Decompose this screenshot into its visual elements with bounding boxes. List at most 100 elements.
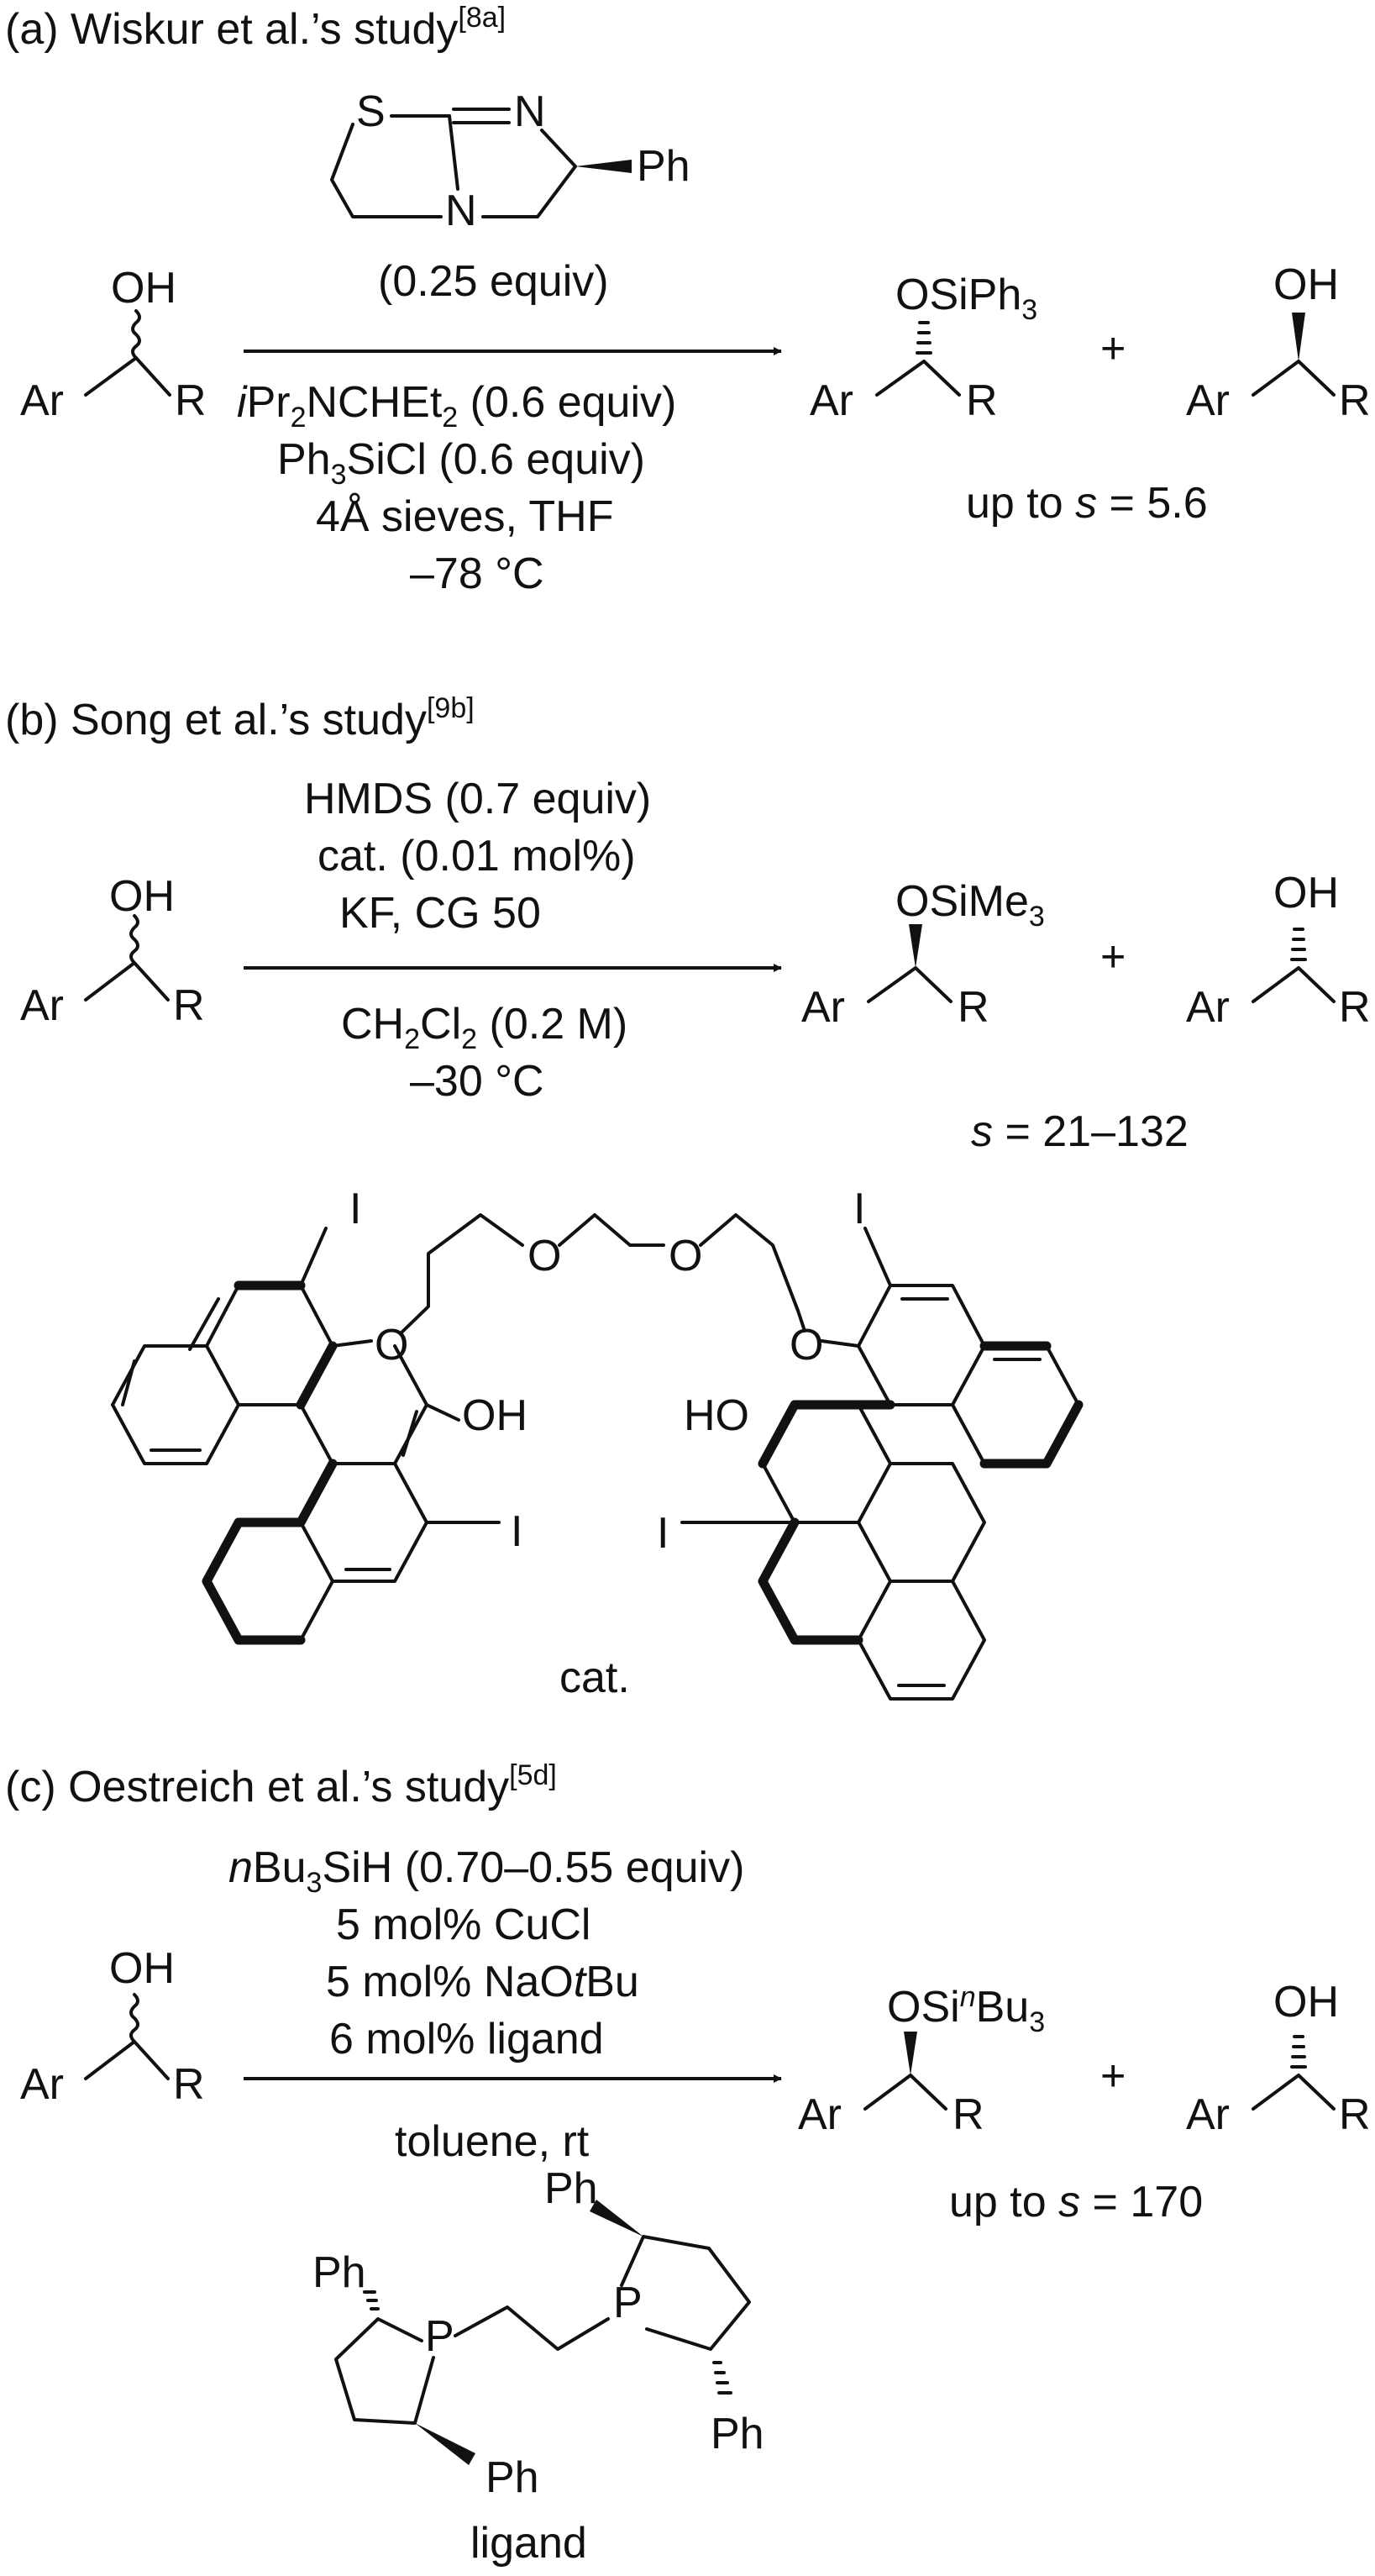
bond	[863, 2074, 947, 2111]
condition-base: iPr2NCHEt2 (0.6 equiv)	[237, 378, 676, 434]
hydroxyl-label: HO	[684, 1391, 749, 1440]
panel-b-title: (b) Song et al.’s study[9b]	[5, 692, 475, 744]
panel-c-bisphospholane-ligand: Ph Ph P P Ph Ph	[312, 2164, 764, 2502]
bond	[334, 2317, 435, 2425]
condition-copper-salt: 5 mol% CuCl	[336, 1900, 590, 1949]
silyl-ether-label: OSiMe3	[895, 877, 1045, 933]
aryl-label: Ar	[1186, 2090, 1230, 2139]
condition-catalyst-loading: cat. (0.01 mol%)	[318, 832, 636, 881]
ether-oxygen-label: O	[527, 1232, 561, 1280]
panel-a-racemic-alcohol: OH Ar R	[20, 264, 207, 425]
double-bond	[452, 108, 511, 124]
bold-bond	[202, 1459, 338, 1645]
panel-b-enriched-alcohol: OH Ar R	[1186, 869, 1371, 1032]
hydroxyl-label: OH	[109, 1944, 175, 1993]
panel-a-catalyst-structure: S N N Ph	[330, 87, 690, 235]
panel-c-enriched-alcohol: OH Ar R	[1186, 1978, 1371, 2139]
hydroxyl-label: OH	[462, 1391, 527, 1440]
iodo-label: I	[349, 1185, 361, 1233]
catalyst-sulfur-atom: S	[356, 87, 386, 136]
wavy-bond	[131, 309, 141, 360]
iodo-label: I	[511, 1507, 522, 1556]
alkyl-label: R	[1339, 2090, 1371, 2139]
bond	[867, 966, 953, 1003]
silyl-ether-label: OSiPh3	[895, 271, 1037, 326]
panel-a-selectivity: up to s = 5.6	[966, 479, 1208, 528]
panel-a-reference: [8a]	[458, 2, 506, 34]
bond	[620, 2235, 751, 2351]
panel-c-silyl-ether-product: OSinBu3 Ar R	[798, 1981, 1045, 2139]
hydroxyl-label: OH	[109, 872, 175, 921]
alkyl-label: R	[958, 983, 989, 1032]
catalyst-phenyl-label: Ph	[637, 142, 690, 191]
panel-c-reference: [5d]	[509, 1759, 557, 1791]
condition-additives: KF, CG 50	[339, 889, 541, 938]
plus-sign: +	[1100, 2052, 1126, 2100]
plus-sign: +	[1100, 933, 1126, 981]
aryl-label: Ar	[20, 981, 64, 1030]
hydroxyl-label: OH	[1273, 260, 1339, 309]
bond	[951, 1403, 986, 1465]
condition-solvent: toluene, rt	[395, 2117, 590, 2166]
aryl-ether-oxygen-label: O	[790, 1321, 823, 1369]
panel-c: (c) Oestreich et al.’s study[5d] nBu3SiH…	[5, 1759, 1371, 2568]
bond	[857, 1462, 986, 1642]
stereo-hash	[1290, 2035, 1307, 2069]
bond	[481, 129, 577, 218]
aryl-label: Ar	[1186, 376, 1230, 425]
bond	[875, 360, 961, 397]
phosphorus-label: P	[425, 2312, 454, 2361]
hydroxyl-label: OH	[1273, 869, 1339, 917]
bond	[448, 114, 459, 191]
panel-c-racemic-alcohol: OH Ar R	[20, 1944, 205, 2109]
phosphorus-label: P	[613, 2279, 643, 2327]
alkyl-label: R	[173, 981, 205, 1030]
panel-b-selectivity: s = 21–132	[971, 1107, 1189, 1156]
stereo-hash	[363, 2290, 380, 2311]
stereo-hash	[916, 321, 932, 355]
aromatic-inner-bond	[121, 1297, 220, 1452]
condition-temperature: –78 °C	[410, 549, 544, 598]
bond	[299, 1580, 334, 1642]
panel-c-selectivity: up to s = 170	[949, 2178, 1203, 2226]
stereo-wedge	[1292, 313, 1305, 361]
panel-b: (b) Song et al.’s study[9b] HMDS (0.7 eq…	[5, 692, 1371, 1702]
ligand-caption: ligand	[470, 2519, 587, 2568]
condition-solvent: CH2Cl2 (0.2 M)	[341, 1000, 627, 1055]
bond	[983, 1344, 1080, 1465]
panel-a: (a) Wiskur et al.’s study[8a] S N N Ph (…	[5, 2, 1371, 598]
linker-bond	[400, 1213, 524, 1334]
phenyl-label: Ph	[312, 2248, 366, 2297]
linker-bond	[699, 1213, 806, 1333]
phenyl-label: Ph	[485, 2453, 539, 2502]
bold-bond	[296, 1341, 338, 1410]
condition-ligand-loading: 6 mol% ligand	[329, 2015, 604, 2063]
stereo-hash	[1290, 928, 1307, 961]
stereo-hash	[712, 2361, 732, 2395]
condition-temperature: –30 °C	[410, 1057, 544, 1106]
bond	[84, 2040, 170, 2080]
panel-a-silyl-ether-product: OSiPh3 Ar R	[810, 271, 1037, 425]
bold-bond	[979, 1400, 1084, 1469]
aromatic-inner-bond	[900, 1297, 1042, 1361]
hydroxyl-label: OH	[1273, 1978, 1339, 2027]
panel-c-title: (c) Oestreich et al.’s study[5d]	[5, 1759, 557, 1811]
bold-bond	[758, 1517, 863, 1645]
phenyl-label: Ph	[544, 2164, 598, 2213]
condition-sieves-solvent: 4Å sieves, THF	[316, 492, 613, 541]
alkyl-label: R	[175, 376, 207, 425]
alkyl-label: R	[173, 2060, 205, 2109]
bond	[330, 123, 443, 218]
catalyst-nitrogen-atom-imine: N	[514, 87, 546, 136]
aryl-label: Ar	[810, 376, 853, 425]
bond	[820, 1227, 892, 1348]
iodo-label: I	[853, 1185, 865, 1233]
iodo-label: I	[657, 1509, 669, 1558]
bond	[1252, 2074, 1336, 2111]
aryl-label: Ar	[798, 2090, 842, 2139]
aryl-label: Ar	[20, 376, 64, 425]
aryl-label: Ar	[1186, 983, 1230, 1032]
stereo-wedge	[909, 924, 922, 968]
phenyl-label: Ph	[711, 2410, 764, 2458]
